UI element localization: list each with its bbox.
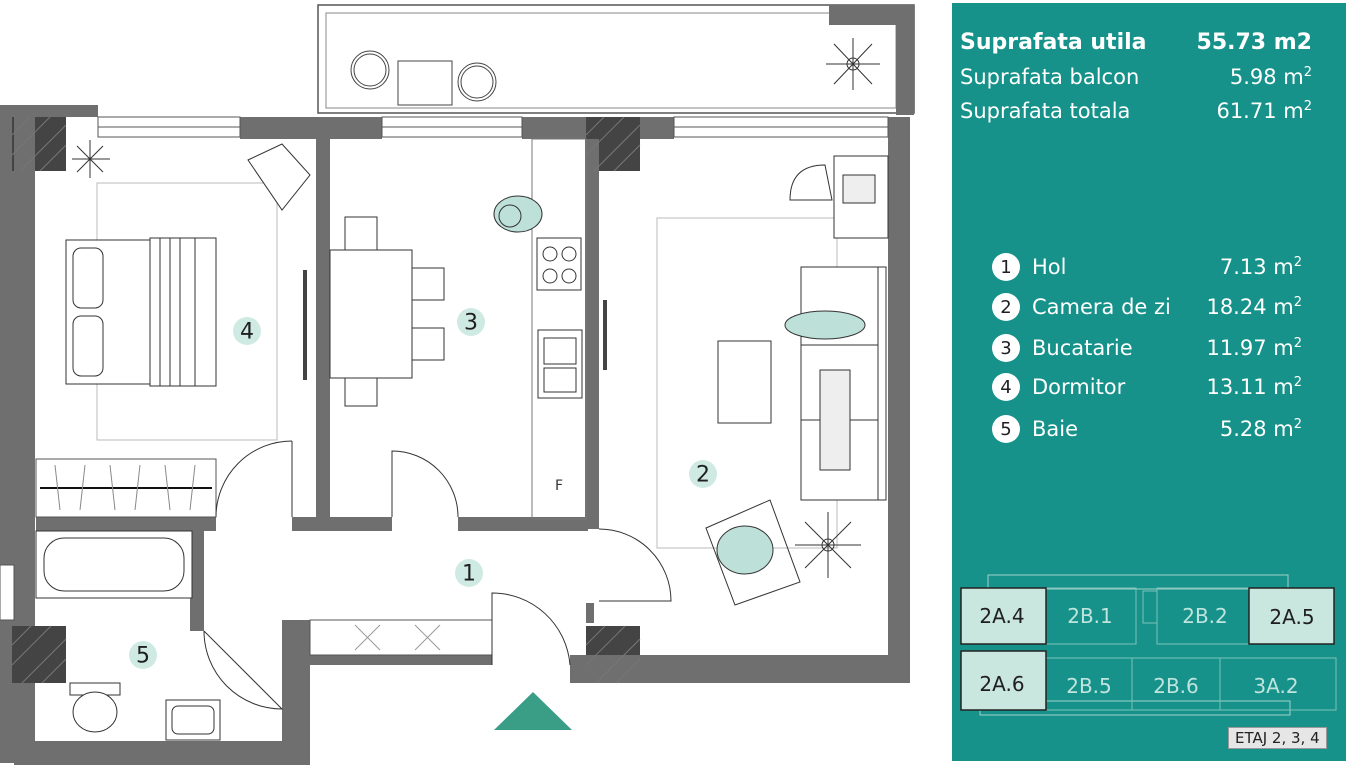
room-number: 1 [992,253,1020,281]
room-name: Bucatarie [1032,336,1133,360]
plant-icon [795,512,861,578]
svg-text:2B.5: 2B.5 [1066,674,1112,698]
sofa-icon [800,266,887,501]
person-icon [716,310,866,575]
svg-text:2: 2 [696,463,710,488]
room-name: Dormitor [1032,375,1126,399]
bed-icon [65,237,217,387]
room-area: 18.24 m2 [1206,295,1302,319]
room-row-hol: 1 Hol 7.13 m2 [992,251,1302,283]
room-badge-2: 2 [689,460,717,488]
room-name: Baie [1032,417,1079,441]
room-row-baie: 5 Baie 5.28 m2 [992,413,1302,445]
room-name: Hol [1032,255,1067,279]
svg-text:2B.6: 2B.6 [1153,674,1199,698]
room-row-camera-de-zi: 2 Camera de zi 18.24 m2 [992,291,1302,323]
svg-text:3A.2: 3A.2 [1253,674,1298,698]
armchair-icon [705,499,801,606]
entrance-arrow-icon [494,692,572,730]
room-area: 13.11 m2 [1206,375,1302,399]
balcony-area-row: Suprafata balcon 5.98 m2 [960,65,1312,89]
room-number: 5 [992,415,1020,443]
room-badge-4: 4 [233,317,261,345]
balcony-area-value: 5.98 m2 [1229,65,1312,89]
room-name: Camera de zi [1032,295,1171,319]
stove-icon [536,237,582,291]
usable-area-value: 55.73 m2 [1196,30,1312,55]
room-area: 7.13 m2 [1219,255,1302,279]
person-icon [493,195,543,233]
table-icon [350,50,497,106]
tv [303,270,307,380]
usable-area-label: Suprafata utila [960,30,1147,55]
unit-2a4 [960,587,1047,645]
svg-text:4: 4 [240,320,254,345]
unit-2a6 [960,650,1047,711]
doors [203,440,672,710]
wardrobe [35,458,217,518]
svg-text:5: 5 [136,644,150,669]
balcony [317,4,915,115]
coffee-table [717,340,772,424]
room-row-dormitor: 4 Dormitor 13.11 m2 [992,371,1302,403]
bathtub-icon [35,530,193,599]
toilet-icon [69,682,121,733]
sink-icon [537,329,583,399]
plant-icon [72,140,110,178]
svg-text:3: 3 [464,311,478,336]
svg-text:2A.6: 2A.6 [979,672,1024,696]
svg-text:1: 1 [462,562,476,587]
floor-plan: F [0,4,915,765]
room-number: 4 [992,373,1020,401]
total-area-value: 61.71 m2 [1216,99,1312,123]
room-area: 5.28 m2 [1219,417,1302,441]
room-area: 11.97 m2 [1206,336,1302,360]
key-plan: 2A.4 2A.5 2A.6 2B.1 2B.2 2B.5 2B.6 3A.2 [960,574,1337,716]
windows [0,116,889,621]
shoe-cabinet [309,619,493,656]
desk [789,155,889,239]
plant-icon [826,38,880,90]
room-badge-3: 3 [457,308,485,336]
unit-2a5 [1248,587,1335,645]
floor-label: ETAJ 2, 3, 4 [1228,727,1327,749]
usable-area-row: Suprafata utila 55.73 m2 [960,30,1312,55]
room-row-bucatarie: 3 Bucatarie 11.97 m2 [992,332,1302,364]
balcony-area-label: Suprafata balcon [960,65,1140,89]
svg-text:2B.2: 2B.2 [1182,604,1228,628]
room-badge-1: 1 [455,559,483,587]
room-number: 2 [992,293,1020,321]
svg-text:2A.5: 2A.5 [1269,605,1314,629]
svg-text:2A.4: 2A.4 [979,604,1024,628]
walls [0,105,910,765]
armchair-icon [247,143,311,211]
svg-text:2B.1: 2B.1 [1067,604,1113,628]
total-area-label: Suprafata totala [960,99,1131,123]
dining-table [329,216,445,407]
room-number: 3 [992,334,1020,362]
info-panel: Suprafata utila 55.73 m2 Suprafata balco… [952,3,1346,761]
sink-icon [165,699,221,741]
tv [603,300,607,370]
room-badge-5: 5 [129,641,157,669]
total-area-row: Suprafata totala 61.71 m2 [960,99,1312,123]
svg-text:F: F [555,478,563,494]
